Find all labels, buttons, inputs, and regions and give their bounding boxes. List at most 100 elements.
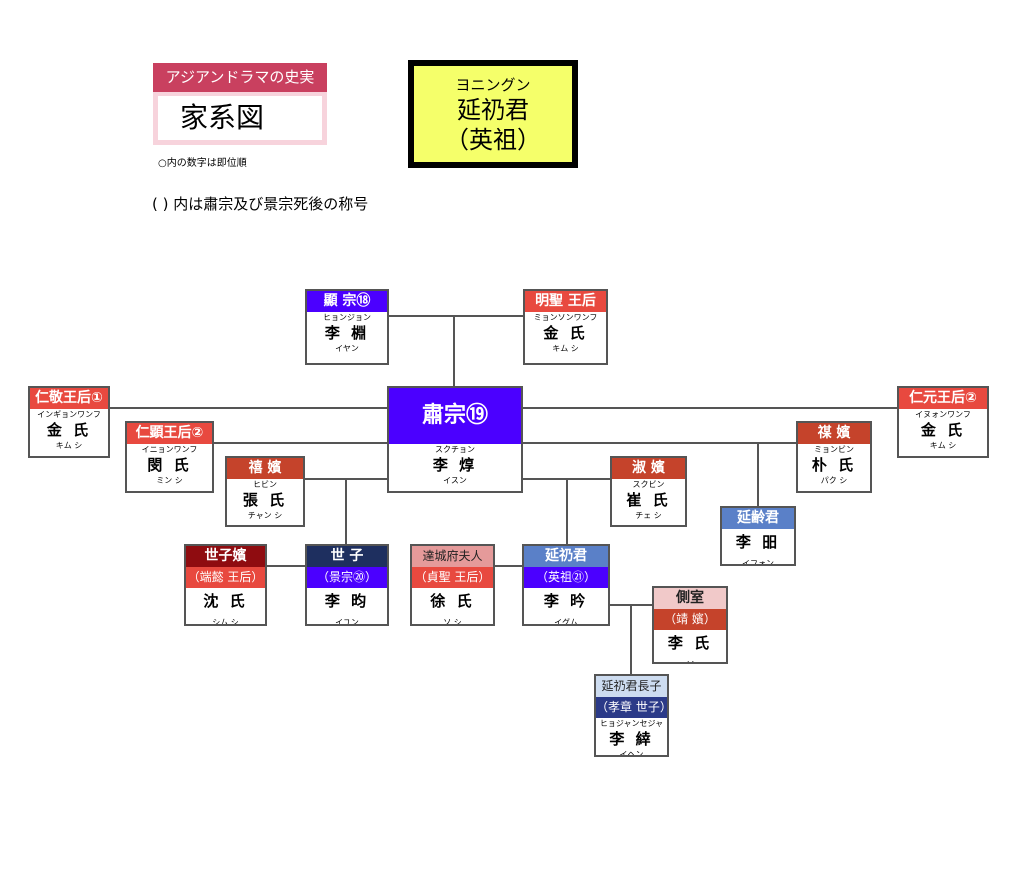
note-parens: ( ) 内は肅宗及び景宗死後の称号	[152, 195, 369, 213]
person-name: 金 氏	[46, 421, 92, 439]
person-name: 徐 氏	[430, 592, 475, 610]
person-name: 李 昀	[324, 592, 370, 610]
title-card: アジアンドラマの史実 家系図	[153, 63, 327, 145]
person-name: 金 氏	[543, 324, 588, 342]
connector-line	[566, 478, 568, 544]
name-reading: チャン シ	[247, 511, 283, 520]
series-label: アジアンドラマの史実	[153, 63, 327, 92]
title-header: （孝章 世子）	[596, 697, 667, 718]
name-reading: キム シ	[552, 344, 579, 353]
connector-line	[523, 442, 796, 444]
page-title: 家系図	[158, 96, 322, 140]
person-name: 李 氏	[667, 634, 713, 652]
featured-reading: ヨニングン	[455, 76, 531, 94]
person-name: 朴 氏	[811, 456, 857, 474]
person-name: 崔 氏	[626, 491, 671, 509]
title-header: 仁元王后②	[899, 388, 987, 409]
title-header: 側室	[654, 588, 726, 609]
person-name: 張 氏	[242, 491, 288, 509]
title-header: 延礽君	[524, 546, 608, 567]
title-header: 禖 嬪	[798, 423, 870, 444]
name-reading: イヘン	[619, 750, 644, 757]
person-name: 閔 氏	[147, 456, 192, 474]
title-reading: イヌォンワンフ	[915, 410, 971, 419]
name-reading: シム シ	[212, 618, 239, 626]
person-box-myeongbin: 禖 嬪ミョンビン朴 氏パク シ	[796, 421, 872, 493]
person-box-sukbin: 淑 嬪スクビン崔 氏チェ シ	[610, 456, 687, 527]
title-header: 肅宗⑲	[389, 388, 521, 444]
title-reading: ヒビン	[253, 480, 277, 489]
title-header: 世 子	[307, 546, 387, 567]
title-reading: ミョンビン	[814, 445, 854, 454]
connector-line	[630, 604, 632, 674]
name-reading: パク シ	[820, 476, 848, 485]
person-name: 李 昍	[735, 533, 781, 551]
featured-name: 延礽君	[457, 96, 529, 124]
connector-line	[214, 442, 387, 444]
note-numbers: ○内の数字は即位順	[158, 158, 247, 169]
connector-line	[453, 315, 455, 386]
name-reading: ミン シ	[156, 476, 183, 485]
person-name: 李 緈	[609, 730, 654, 748]
title-header: 明聖 王后	[525, 291, 606, 312]
connector-line	[110, 407, 387, 409]
person-name: 李 焞	[432, 456, 478, 474]
title-header: 淑 嬪	[612, 458, 685, 479]
title-header: 延齢君	[722, 508, 794, 529]
person-box-yeollyeong: 延齢君李 昍イフォン	[720, 506, 796, 566]
title-reading: スクチョン	[435, 445, 475, 454]
title-reading: ヒョンジョン	[323, 313, 371, 322]
title-header: 世子嬪	[186, 546, 265, 567]
name-reading: イシ	[654, 659, 726, 662]
person-box-yeoning: 延礽君（英祖㉑） 李 昑イグム	[522, 544, 610, 626]
person-name: 李 昑	[543, 592, 589, 610]
title-header: 仁敬王后①	[30, 388, 108, 409]
person-name: 沈 氏	[203, 592, 248, 610]
connector-line	[757, 442, 759, 506]
name-reading: キム シ	[55, 441, 83, 450]
name-reading: イスン	[443, 476, 467, 485]
name-reading: イヤン	[335, 344, 359, 353]
connector-line	[389, 315, 523, 317]
title-reading: ミョンソンワンフ	[533, 313, 598, 322]
title-reading: スクビン	[632, 480, 665, 489]
title-header: 顯 宗⑱	[307, 291, 387, 312]
person-name: 金 氏	[920, 421, 966, 439]
title-header: （端懿 王后）	[186, 567, 265, 588]
title-header: （英祖㉑）	[524, 567, 608, 588]
title-header: （貞聖 王后）	[412, 567, 493, 588]
connector-line	[345, 478, 347, 544]
featured-title: （英祖）	[445, 126, 541, 154]
person-box-dalseong: 達城府夫人（貞聖 王后） 徐 氏ソ シ	[410, 544, 495, 626]
title-header: 禧 嬪	[227, 458, 303, 479]
person-box-eldest: 延礽君長子（孝章 世子）ヒョジャンセジャ李 緈イヘン	[594, 674, 669, 757]
name-reading: ソ シ	[443, 618, 462, 626]
name-reading: イユン	[335, 618, 359, 626]
title-header: 仁顕王后②	[127, 423, 212, 444]
title-header: （景宗⑳）	[307, 567, 387, 588]
title-reading: インギョンワンフ	[37, 410, 101, 419]
name-reading: チェ シ	[635, 511, 662, 520]
person-box-sideroom: 側室（靖 嬪） 李 氏イシ	[652, 586, 728, 664]
featured-person-card: ヨニングン 延礽君 （英祖）	[408, 60, 578, 168]
name-reading: イフォン	[742, 559, 774, 566]
name-reading: イグム	[554, 618, 578, 626]
person-name: 李 棩	[324, 324, 370, 342]
title-header: （靖 嬪）	[654, 609, 726, 630]
person-box-seja: 世 子（景宗⑳） 李 昀イユン	[305, 544, 389, 626]
title-reading: イニョンワンフ	[141, 445, 198, 454]
name-reading: キム シ	[929, 441, 957, 450]
title-header: 延礽君長子	[596, 676, 667, 697]
person-box-myeongseong: 明聖 王后ミョンソンワンフ金 氏キム シ	[523, 289, 608, 365]
connector-line	[495, 565, 522, 567]
person-box-seja_bin: 世子嬪（端懿 王后） 沈 氏シム シ	[184, 544, 267, 626]
connector-line	[523, 407, 897, 409]
person-box-huibin: 禧 嬪ヒビン張 氏チャン シ	[225, 456, 305, 527]
connector-line	[267, 565, 305, 567]
title-header: 達城府夫人	[412, 546, 493, 567]
